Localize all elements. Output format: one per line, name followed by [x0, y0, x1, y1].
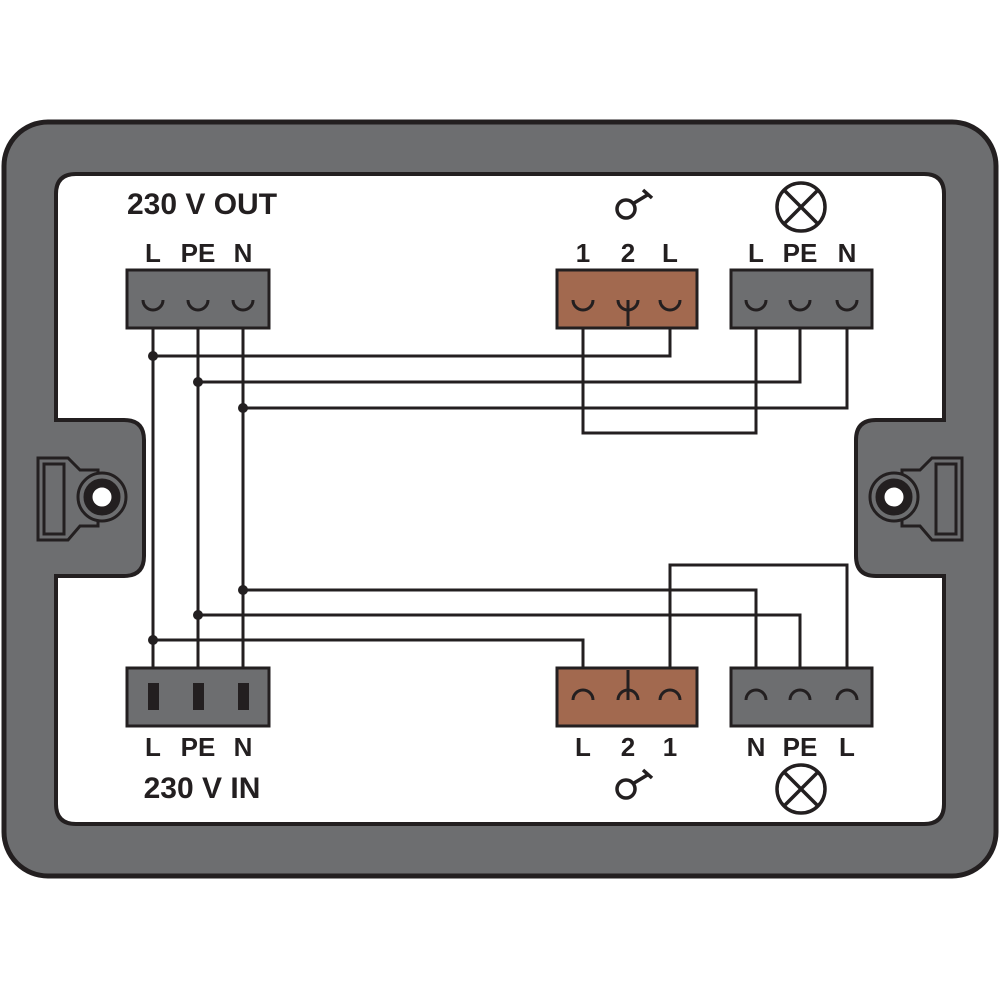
connector-230v-out — [125, 268, 271, 330]
pin-label: L — [145, 732, 161, 762]
pin-label: 2 — [621, 732, 635, 762]
connector-lamp-top — [729, 268, 874, 330]
pin-label: 1 — [663, 732, 677, 762]
connector-terminals — [141, 299, 859, 701]
connector-lamp-bottom — [729, 666, 874, 728]
pin-label: N — [234, 732, 253, 762]
pin-label: PE — [181, 732, 216, 762]
switch-icon — [615, 768, 654, 800]
pin-label: N — [747, 732, 766, 762]
pin-label: 1 — [576, 238, 590, 268]
pin-label: N — [838, 238, 857, 268]
lamp-icon — [775, 181, 827, 233]
wire-junctions — [148, 351, 248, 645]
right-mounting-ear — [868, 456, 964, 542]
left-mounting-ear — [36, 456, 128, 542]
pin-label: L — [575, 732, 591, 762]
pin-label: L — [145, 238, 161, 268]
title-230v-in: 230 V IN — [144, 772, 261, 805]
pin-label: PE — [783, 732, 818, 762]
pin-label: L — [662, 238, 678, 268]
pin-label: N — [234, 238, 253, 268]
pin-label: L — [839, 732, 855, 762]
pin-label: PE — [783, 238, 818, 268]
plug-pins — [148, 683, 249, 710]
lamp-icon — [775, 763, 827, 815]
switch-icon — [615, 188, 654, 220]
title-230v-out: 230 V OUT — [127, 188, 277, 221]
pin-label: 2 — [621, 238, 635, 268]
inner-panel — [54, 172, 946, 826]
pin-label: L — [748, 238, 764, 268]
pin-label: PE — [181, 238, 216, 268]
